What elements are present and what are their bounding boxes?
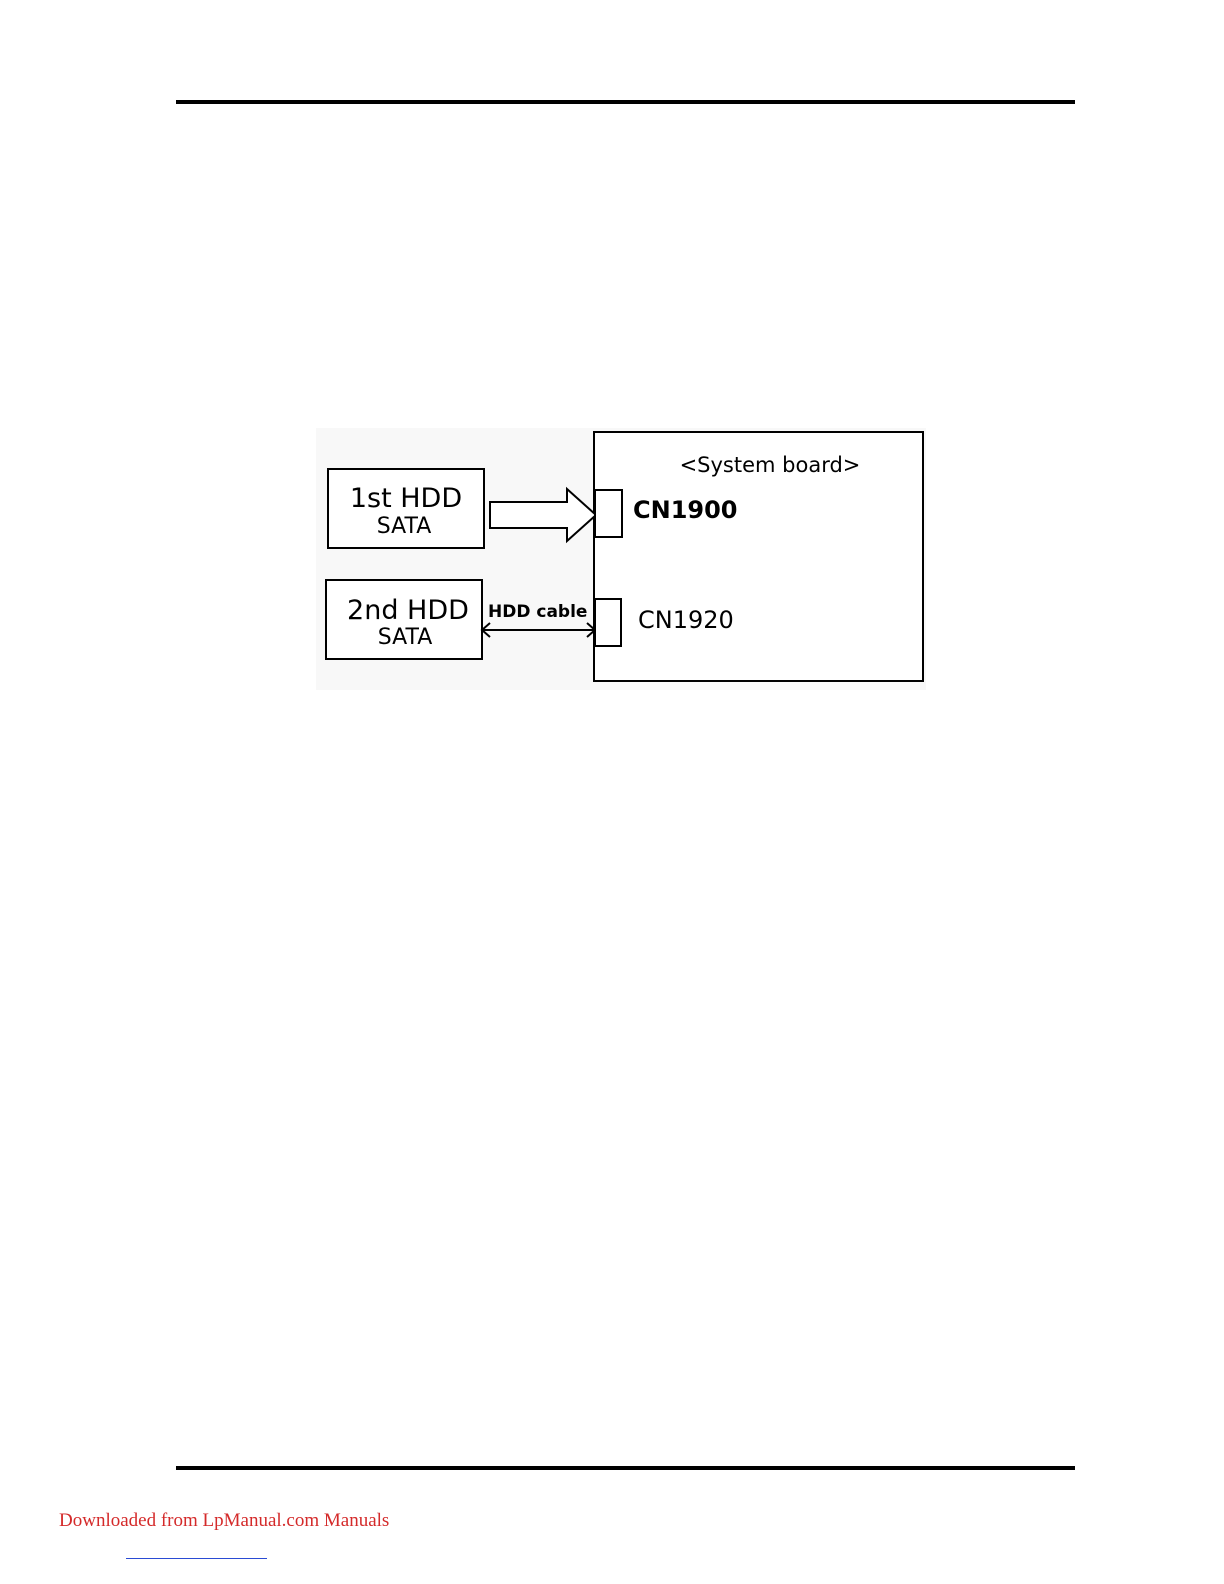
cn1920-label: CN1920 <box>638 606 734 634</box>
hdd-cable-label: HDD cable <box>488 602 587 622</box>
cn1900-connector <box>595 490 622 537</box>
hdd2-title: 2nd HDD <box>347 595 469 626</box>
system-board-label: <System board> <box>680 453 861 477</box>
header-rule <box>176 100 1075 104</box>
footer-download-link[interactable]: Downloaded from LpManual.com Manuals <box>59 1510 389 1532</box>
footer-rule <box>176 1466 1075 1470</box>
hdd1-interface: SATA <box>377 514 432 539</box>
cn1900-label: CN1900 <box>633 496 738 524</box>
footer-link-underline <box>126 1558 267 1559</box>
cn1920-connector <box>595 599 621 646</box>
hdd-connection-diagram: <System board> 1st HDD SATA 2nd HDD SATA… <box>316 428 926 690</box>
hdd1-title: 1st HDD <box>350 483 462 514</box>
hdd2-interface: SATA <box>378 625 433 650</box>
